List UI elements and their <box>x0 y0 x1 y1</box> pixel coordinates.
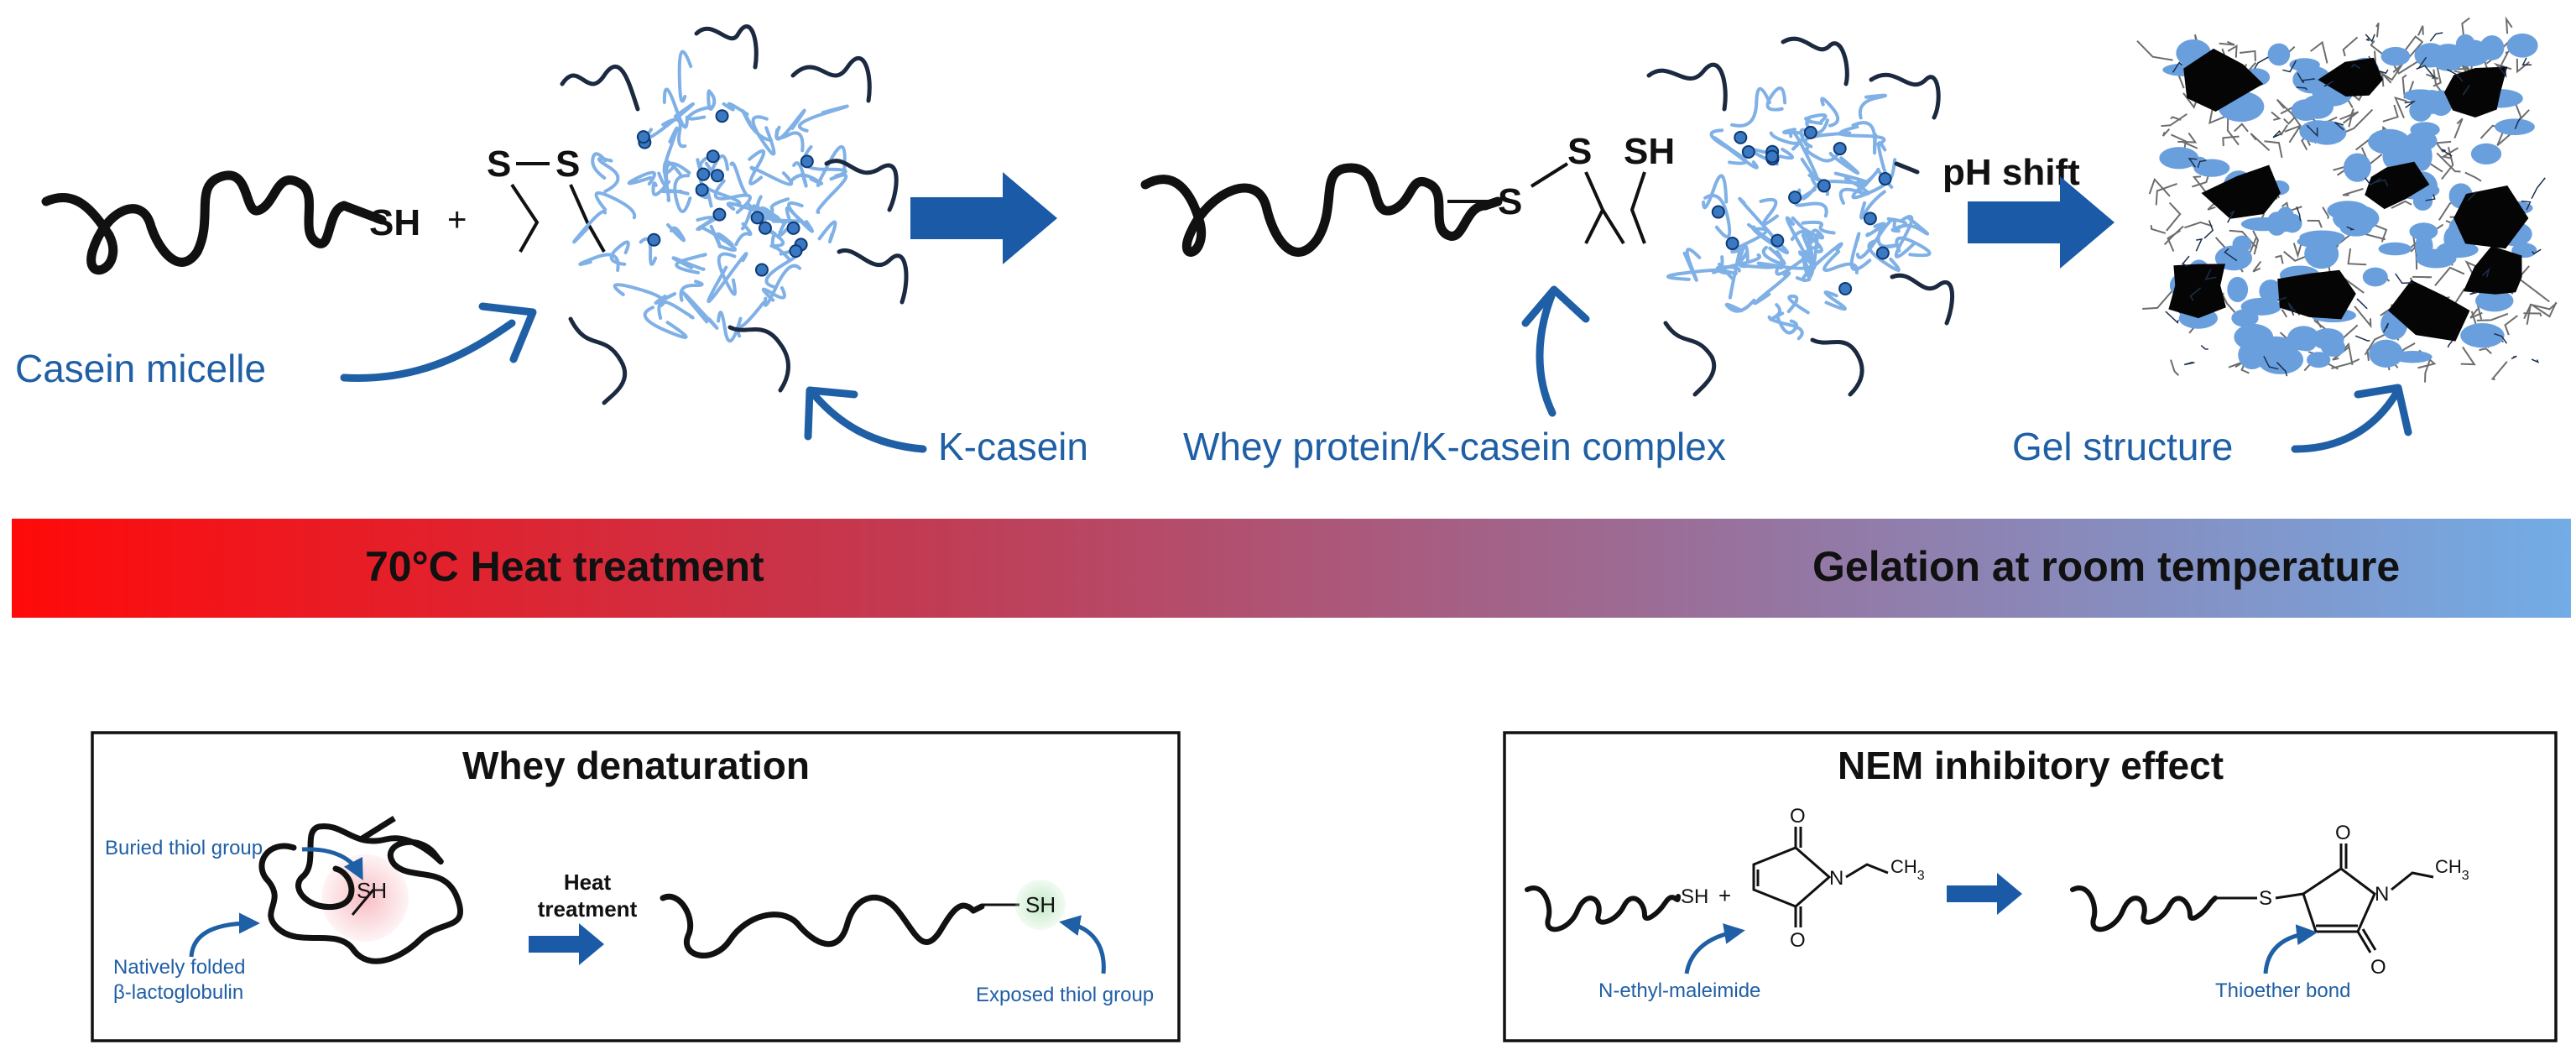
heat-treatment-label: 70°C Heat treatment <box>365 543 764 590</box>
nem-o-bottom: O <box>1790 929 1806 952</box>
adduct-o-bottom: O <box>2370 956 2386 979</box>
sh-buried: SH <box>357 878 387 903</box>
nem-n: N <box>1829 867 1843 890</box>
nem-sh: SH <box>1681 885 1708 908</box>
sh-exposed: SH <box>1025 892 1056 917</box>
casein-micelle-1 <box>572 50 849 343</box>
thioether-s: S <box>2259 887 2272 910</box>
gel-structure <box>2136 16 2558 383</box>
s-atom-right: S <box>555 144 580 185</box>
sh-label-left: SH <box>369 202 420 243</box>
complex-s-2: S <box>1567 131 1592 172</box>
casein-micelle-2 <box>1666 86 1932 341</box>
heat-label-1: Heat <box>564 870 612 895</box>
complex-sh: SH <box>1624 131 1675 172</box>
ph-shift-label: pH shift <box>1942 152 2080 193</box>
heat-arrow <box>529 923 604 965</box>
nem-o-top: O <box>1790 805 1806 828</box>
folded-protein <box>258 823 464 964</box>
natively-folded-label-1: Natively folded <box>113 956 245 979</box>
nem-ch3: CH3 <box>1890 856 1925 883</box>
s-atom-left: S <box>487 144 511 185</box>
thioether-label: Thioether bond <box>2215 979 2350 1002</box>
buried-thiol-label: Buried thiol group <box>105 837 263 859</box>
whey-denaturation-title: Whey denaturation <box>462 744 810 787</box>
exposed-thiol-label: Exposed thiol group <box>976 984 1154 1006</box>
k-casein-label: K-casein <box>938 425 1088 468</box>
whey-chain-complex <box>1140 163 1503 257</box>
unfolded-protein <box>660 893 985 958</box>
adduct-ch3: CH3 <box>2435 856 2469 883</box>
gel-structure-label: Gel structure <box>2012 425 2233 468</box>
nem-plus: + <box>1718 883 1731 908</box>
adduct-n: N <box>2375 883 2389 906</box>
k-casein-arrow <box>810 390 927 453</box>
gel-structure-arrow <box>2291 390 2400 453</box>
casein-micelle-label: Casein micelle <box>15 347 266 390</box>
whey-complex-arrow <box>1536 290 1557 417</box>
temperature-bar <box>12 519 2571 618</box>
nem-reaction-arrow <box>1947 873 2022 915</box>
process-arrow-1 <box>910 172 1057 264</box>
gelation-label: Gelation at room temperature <box>1812 543 2400 590</box>
nem-box <box>1503 731 2558 1042</box>
whey-chain-left <box>41 170 387 275</box>
whey-complex-label: Whey protein/K-casein complex <box>1183 425 1726 468</box>
heat-label-2: treatment <box>538 896 638 922</box>
casein-micelle-arrow <box>340 319 516 382</box>
nem-title: NEM inhibitory effect <box>1838 744 2224 787</box>
natively-folded-label-2: β-lactoglobulin <box>113 981 243 1004</box>
nem-chain-left <box>1525 885 1681 932</box>
process-arrow-2 <box>1968 176 2115 269</box>
complex-s-1: S <box>1498 181 1522 222</box>
nem-chain-right <box>2070 885 2218 932</box>
nem-molecule <box>1752 827 1889 927</box>
adduct-o-top: O <box>2335 822 2351 844</box>
plus-sign: + <box>447 201 467 238</box>
k-casein-hairs-2 <box>1646 36 1955 397</box>
k-casein-hairs-1 <box>560 24 909 405</box>
nem-label: N-ethyl-maleimide <box>1598 979 1760 1002</box>
